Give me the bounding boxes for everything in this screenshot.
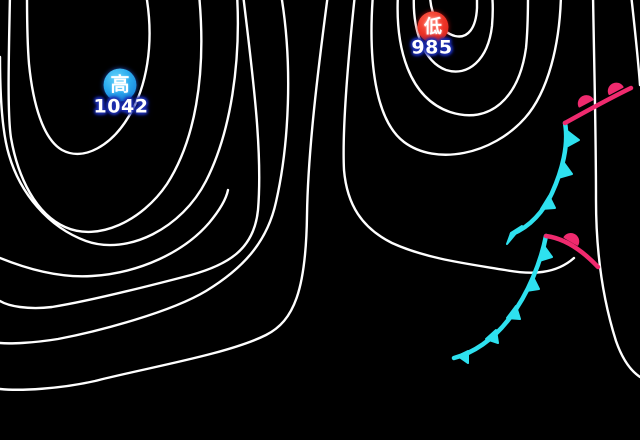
warm-front-line	[543, 233, 601, 270]
cold-front-tooth-icon	[565, 129, 580, 147]
cold-front-tooth-icon	[538, 245, 553, 262]
isobar-line	[0, 188, 230, 278]
weather-fronts	[451, 82, 634, 364]
high-pressure-value: 1042	[93, 95, 149, 118]
warm-front-dome-icon	[563, 233, 580, 246]
isobar-lines	[0, 0, 640, 391]
isobar-line	[630, 0, 640, 87]
isobar-line	[0, 0, 329, 391]
cold-front-line	[451, 233, 549, 361]
low-pressure-value: 985	[411, 36, 453, 59]
isobar-line	[396, 0, 530, 117]
warm-front-line	[562, 85, 634, 126]
cold-front-tooth-icon	[485, 329, 499, 344]
cold-front-tooth-icon	[557, 162, 573, 179]
cold-front-tooth-icon	[457, 350, 469, 364]
isobar-line	[0, 0, 261, 310]
high-pressure-marker: 高	[103, 68, 137, 102]
isobar-line	[342, 0, 576, 274]
cold-front-line	[509, 120, 569, 237]
isobar-line	[412, 0, 494, 73]
warm-front-dome-icon	[577, 95, 594, 108]
isobar-line	[0, 0, 290, 345]
isobar-line	[25, 0, 151, 156]
isobar-line	[7, 0, 203, 234]
cold-front-tooth-icon	[540, 195, 556, 210]
isobar-line	[591, 0, 640, 379]
warm-front-dome-icon	[607, 82, 624, 95]
cold-front-tooth-icon	[525, 276, 540, 292]
cold-front-tooth-icon	[506, 225, 523, 245]
high-pressure-icon: 高	[103, 68, 137, 102]
low-pressure-marker: 低	[417, 11, 449, 43]
low-pressure-icon: 低	[417, 11, 449, 43]
isobar-line	[370, 0, 562, 156]
cold-front-tooth-icon	[506, 305, 521, 320]
isobar-line	[0, 0, 240, 247]
